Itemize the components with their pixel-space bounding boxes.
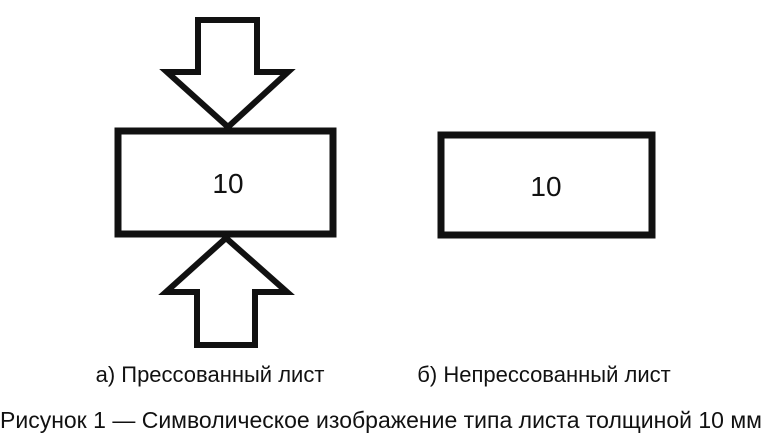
unpressed-sheet-rect — [437, 131, 656, 239]
panel-b-caption: б) Непрессованный лист — [417, 362, 671, 387]
pressed-sheet-rect — [114, 127, 337, 238]
figure-caption: Рисунок 1 — Символическое изображение ти… — [0, 407, 762, 433]
press-arrow-down-icon — [159, 17, 296, 132]
panel-a-caption: а) Прессованный лист — [95, 362, 325, 387]
thickness-label-b: 10 — [530, 171, 561, 202]
thickness-label-a: 10 — [212, 168, 243, 199]
figure-canvas: 10 10 — [114, 17, 656, 348]
press-arrow-up-icon — [158, 233, 295, 348]
